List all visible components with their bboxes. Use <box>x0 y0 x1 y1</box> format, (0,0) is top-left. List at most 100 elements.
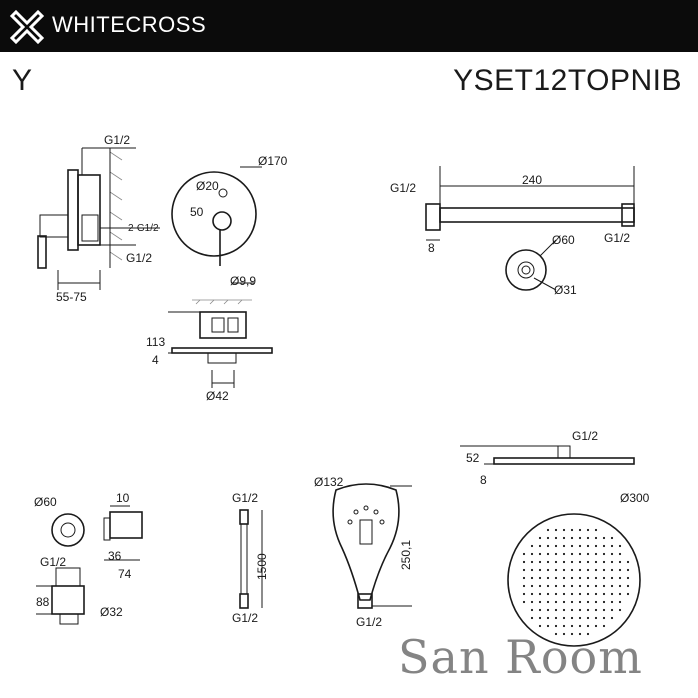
nozzle-dot <box>530 616 534 620</box>
holder-height: 88 <box>36 595 50 609</box>
nozzle-dot <box>570 528 574 532</box>
nozzle-dot <box>594 552 598 556</box>
nozzle-dot <box>618 544 622 548</box>
mixer-side-depth: 55-75 <box>56 290 87 304</box>
nozzle-dot <box>570 552 574 556</box>
nozzle-dot <box>586 536 590 540</box>
nozzle-dot <box>586 552 590 556</box>
nozzle-dot <box>602 592 606 596</box>
nozzle-dot <box>610 536 614 540</box>
nozzle-dot <box>554 552 558 556</box>
brand-header-bar: WHITECROSS <box>0 0 698 52</box>
nozzle-dot <box>602 624 606 628</box>
nozzle-dot <box>562 528 566 532</box>
nozzle-dot <box>570 624 574 628</box>
nozzle-dot <box>618 568 622 572</box>
nozzle-dot <box>554 608 558 612</box>
nozzle-dot <box>562 624 566 628</box>
nozzle-dot <box>562 616 566 620</box>
mixer-front-view <box>171 166 262 284</box>
shower-arm-rosette: Ø60 <box>552 233 575 247</box>
hose-view <box>239 509 263 609</box>
nozzle-dot <box>522 552 526 556</box>
shower-arm-flange: 8 <box>428 241 435 255</box>
nozzle-dot <box>586 624 590 628</box>
nozzle-dot <box>570 592 574 596</box>
nozzle-dot <box>570 584 574 588</box>
nozzle-dot <box>594 592 598 596</box>
shower-arm-tube: Ø31 <box>554 283 577 297</box>
nozzle-dot <box>594 616 598 620</box>
nozzle-dot <box>578 584 582 588</box>
nozzle-dot <box>586 592 590 596</box>
nozzle-dot <box>586 528 590 532</box>
nozzle-dot <box>586 544 590 548</box>
nozzle-dot <box>546 592 550 596</box>
whitecross-cross-icon <box>10 10 44 44</box>
shower-arm-view <box>425 166 635 291</box>
rain-shower-diameter: Ø300 <box>620 491 650 505</box>
nozzle-dot <box>530 568 534 572</box>
nozzle-dot <box>546 616 550 620</box>
nozzle-dot <box>586 608 590 612</box>
nozzle-dot <box>618 576 622 580</box>
nozzle-dot <box>618 592 622 596</box>
hand-shower-thread: G1/2 <box>356 615 382 629</box>
hose-bottom-thread: G1/2 <box>232 611 258 625</box>
nozzle-dot <box>594 560 598 564</box>
nozzle-dot <box>538 592 542 596</box>
nozzle-dot <box>538 616 542 620</box>
nozzle-dot <box>610 616 614 620</box>
nozzle-dot <box>610 560 614 564</box>
nozzle-dot <box>562 552 566 556</box>
nozzle-dot <box>586 584 590 588</box>
mixer-knob-diameter: Ø20 <box>196 179 219 193</box>
nozzle-dot <box>578 536 582 540</box>
nozzle-dot <box>570 568 574 572</box>
series-letter: Y <box>12 64 33 97</box>
nozzle-dot <box>554 568 558 572</box>
nozzle-dot <box>562 560 566 564</box>
nozzle-dot <box>578 544 582 548</box>
nozzle-dot <box>562 536 566 540</box>
nozzle-dot <box>554 544 558 548</box>
nozzle-dot <box>530 592 534 596</box>
shower-arm-outlet-thread: G1/2 <box>604 231 630 245</box>
nozzle-dot <box>538 544 542 548</box>
mixer-plate-diameter: Ø170 <box>258 154 288 168</box>
nozzle-dot <box>530 576 534 580</box>
nozzle-dot <box>554 600 558 604</box>
nozzle-dot <box>578 568 582 572</box>
nozzle-dot <box>554 616 558 620</box>
wall-outlet-thread: G1/2 <box>40 555 66 569</box>
nozzle-dot <box>610 576 614 580</box>
nozzle-dot <box>602 600 606 604</box>
shower-arm-length: 240 <box>522 173 542 187</box>
nozzle-dot <box>594 536 598 540</box>
nozzle-dot <box>618 560 622 564</box>
nozzle-dot <box>546 528 550 532</box>
nozzle-dot <box>546 560 550 564</box>
nozzle-dot <box>602 536 606 540</box>
nozzle-dot <box>586 600 590 604</box>
nozzle-dot <box>586 568 590 572</box>
nozzle-dot <box>554 584 558 588</box>
nozzle-dot <box>530 544 534 548</box>
nozzle-dot <box>522 560 526 564</box>
mixer-body-diameter: Ø42 <box>206 389 229 403</box>
rain-shower-height: 52 <box>466 451 480 465</box>
mixer-side-view <box>37 147 160 290</box>
nozzle-dot <box>594 600 598 604</box>
holder-depth-74: 74 <box>118 567 132 581</box>
nozzle-dot <box>578 616 582 620</box>
nozzle-dot <box>618 552 622 556</box>
nozzle-dot <box>530 600 534 604</box>
nozzle-dot <box>546 568 550 572</box>
nozzle-dot <box>538 608 542 612</box>
nozzle-dot <box>602 544 606 548</box>
nozzle-dot <box>538 568 542 572</box>
nozzle-dot <box>538 584 542 588</box>
nozzle-dot <box>562 568 566 572</box>
nozzle-dot <box>554 536 558 540</box>
